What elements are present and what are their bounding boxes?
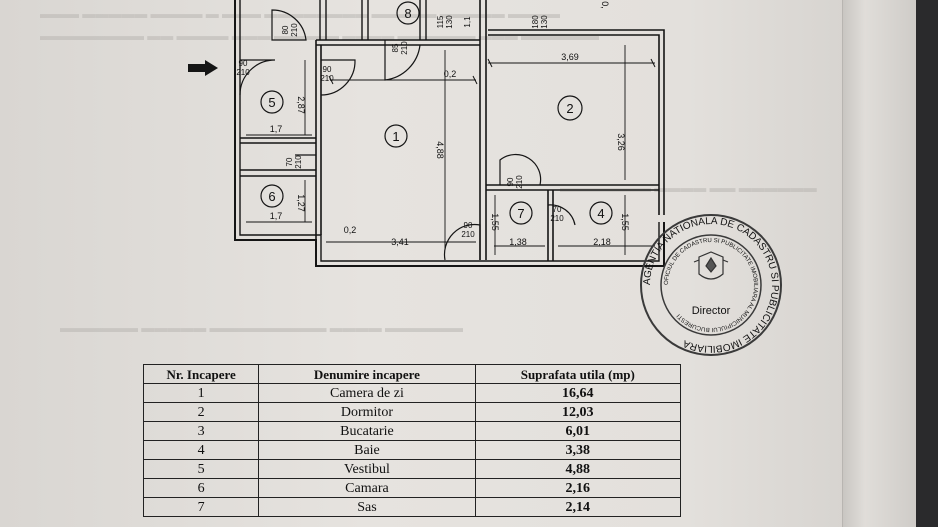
- official-stamp: AGENTIA NATIONALA DE CADASTRU SI PUBLICI…: [640, 214, 782, 356]
- room-nr-cell: 3: [142, 421, 260, 441]
- door-label: 80210: [281, 23, 299, 37]
- rooms-table: Nr. Incapere Denumire incapere Suprafata…: [142, 364, 682, 517]
- room-name-cell: Dormitor: [258, 402, 476, 422]
- dimension-label: 2,87: [296, 96, 306, 114]
- room-area-cell: 4,88: [474, 459, 682, 479]
- door-label: 90210: [506, 175, 524, 189]
- dimension-label: 2,18: [593, 237, 611, 247]
- room-number: 4: [597, 206, 604, 221]
- door-label: 115130: [436, 15, 454, 29]
- dimension-label: 4,88: [435, 141, 445, 159]
- room-area-cell: 6,01: [474, 421, 682, 441]
- header-room-name: Denumire incapere: [258, 364, 476, 384]
- table-header-row: Nr. Incapere Denumire incapere Suprafata…: [142, 364, 682, 384]
- dimension-label: 1,55: [620, 213, 630, 231]
- bleed-through-text: ▬▬▬▬▬▬ ▬▬▬▬▬ ▬▬▬▬▬▬▬▬▬ ▬▬▬▬ ▬▬▬▬▬▬: [60, 320, 463, 335]
- dimension-label: 1,27: [296, 194, 306, 212]
- dimension-label: 3,69: [561, 52, 579, 62]
- room-name-cell: Camera de zi: [258, 383, 476, 403]
- header-usable-area: Suprafata utila (mp): [474, 364, 682, 384]
- room-nr-cell: 5: [142, 459, 260, 479]
- door-label: 180130: [531, 15, 549, 29]
- bleed-through-text: ▬▬▬▬▬▬▬ ▬▬▬▬ ▬▬ ▬▬▬▬▬▬: [560, 180, 817, 195]
- room-number: 7: [517, 206, 524, 221]
- bleed-through-text: ▬▬▬ ▬▬▬▬▬ ▬▬▬▬ ▬ ▬▬▬ ▬▬▬▬▬▬▬▬ ▬▬▬▬▬ ▬▬▬▬…: [40, 6, 560, 21]
- room-name-cell: Sas: [258, 497, 476, 517]
- room-name-cell: Bucatarie: [258, 421, 476, 441]
- room-area-cell: 16,64: [474, 383, 682, 403]
- dimension-label: 0,2: [344, 225, 357, 235]
- room-number: 2: [566, 101, 573, 116]
- room-nr-cell: 4: [142, 440, 260, 460]
- room-nr-cell: 6: [142, 478, 260, 498]
- dimension-label: 0,2: [444, 69, 457, 79]
- room-name-cell: Baie: [258, 440, 476, 460]
- dimension-label: 3,26: [616, 133, 626, 151]
- room-number: 8: [404, 6, 411, 21]
- room-area-cell: 12,03: [474, 402, 682, 422]
- room-nr-cell: 2: [142, 402, 260, 422]
- page-edge: [842, 0, 916, 527]
- room-number: 5: [268, 95, 275, 110]
- stamp-director-text: Director: [692, 305, 731, 317]
- room-area-cell: 2,16: [474, 478, 682, 498]
- dimension-labels: 3,69 0,2 4,88 3,26 2,87 1,7 1,7 1,27 0,2…: [270, 1, 630, 247]
- door-label: 1,1: [463, 16, 472, 28]
- room-number: 1: [392, 129, 399, 144]
- dimension-label: 3,41: [391, 237, 409, 247]
- room-name-cell: Vestibul: [258, 459, 476, 479]
- coat-of-arms-icon: [693, 251, 729, 280]
- room-area-cell: 2,14: [474, 497, 682, 517]
- room-number: 6: [268, 189, 275, 204]
- dimension-label: 1,38: [509, 237, 527, 247]
- entrance-arrow-icon: [188, 60, 218, 76]
- svg-text:AGENTIA NATIONALA DE CADASTRU: AGENTIA NATIONALA DE CADASTRU SI PUBLICI…: [642, 216, 780, 354]
- header-room-number: Nr. Incapere: [142, 364, 260, 384]
- room-nr-cell: 1: [142, 383, 260, 403]
- dimension-label: 1,55: [490, 213, 500, 231]
- dimension-label: 1,7: [270, 211, 283, 221]
- room-area-cell: 3,38: [474, 440, 682, 460]
- room-name-cell: Camara: [258, 478, 476, 498]
- dimension-label: 1,7: [270, 124, 283, 134]
- door-label: 70210: [285, 155, 303, 169]
- dimension-label: 0,: [600, 1, 610, 9]
- stamp-ring-text: AGENTIA NATIONALA DE CADASTRU SI PUBLICI…: [642, 216, 780, 354]
- door-label: 85210: [391, 41, 409, 55]
- room-nr-cell: 7: [142, 497, 260, 517]
